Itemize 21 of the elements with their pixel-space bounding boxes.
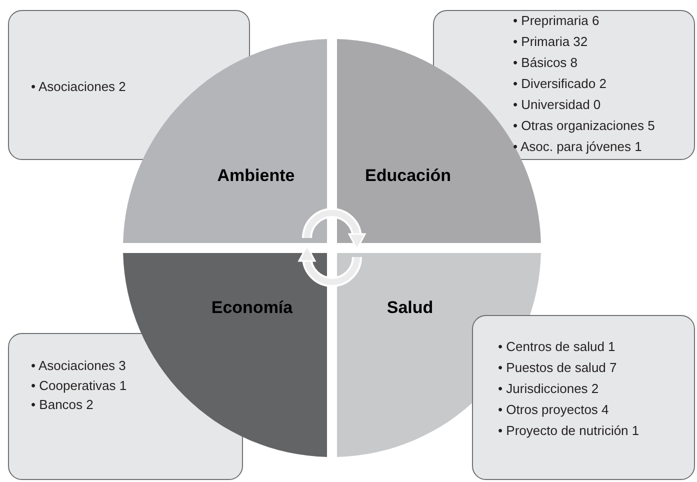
list-item: • Universidad 0 [513, 96, 602, 114]
quadrant-label: Educación [365, 166, 451, 186]
list-item: • Bancos 2 [31, 396, 94, 414]
list-item: • Preprimaria 6 [513, 12, 600, 30]
info-card [472, 315, 695, 480]
list-item: • Asociaciones 3 [31, 357, 127, 375]
list-item: • Asociaciones 2 [31, 78, 126, 96]
quadrant-label: Salud [386, 298, 434, 318]
list-item: • Puestos de salud 7 [498, 359, 618, 377]
quadrant-label: Economía [211, 298, 293, 318]
list-item: • Jurisdicciones 2 [498, 380, 600, 398]
list-item: • Otros proyectos 4 [498, 401, 610, 419]
list-item: • Cooperativas 1 [31, 376, 127, 395]
list-item: • Diversificado 2 [513, 75, 608, 93]
list-item: • Asoc. para jóvenes 1 [513, 138, 643, 156]
list-item: • Otras organizaciones 5 [513, 117, 655, 135]
list-item: • Centros de salud 1 [498, 338, 616, 356]
list-item: • Básicos 8 [513, 54, 579, 72]
list-item: • Primaria 32 [513, 33, 589, 51]
list-item: • Proyecto de nutrición 1 [498, 422, 640, 440]
quadrant-label: Ambiente [217, 166, 295, 186]
